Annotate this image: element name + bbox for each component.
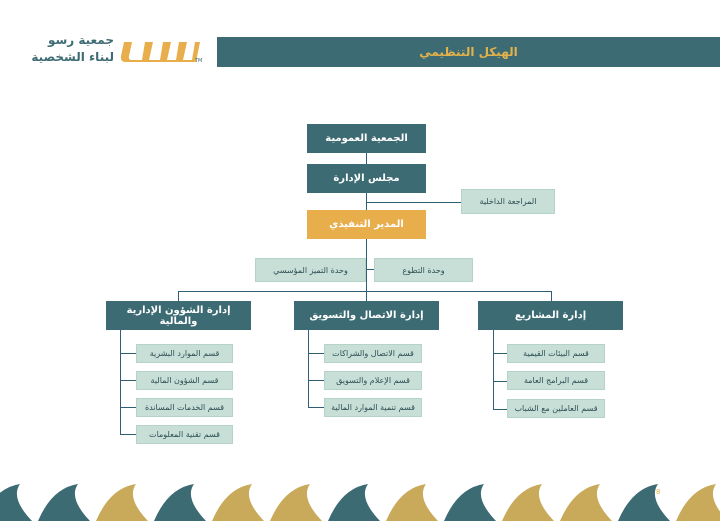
section-box: قسم الإعلام والتسويق	[324, 371, 422, 390]
section-box: قسم البيئات القيمية	[507, 344, 605, 363]
wave-shape	[270, 484, 322, 521]
excellence-unit-box: وحدة التميز المؤسسي	[255, 258, 366, 282]
departments-horizontal-connector	[178, 291, 551, 292]
wave-shape	[560, 484, 612, 521]
section-box: قسم العاملين مع الشباب	[507, 399, 605, 418]
wave-shape	[618, 484, 670, 521]
audit-connector	[366, 202, 461, 203]
logo-name-line2: لبناء الشخصية	[31, 50, 114, 64]
dept-comm-marketing-box: إدارة الاتصال والتسويق	[294, 301, 439, 330]
volunteer-connector	[366, 269, 374, 270]
page-title: الهيكل التنظيمي	[419, 45, 518, 59]
dept-comm-drop	[366, 291, 367, 301]
section-box: قسم البرامج العامة	[507, 371, 605, 390]
section-connector	[308, 380, 324, 381]
section-connector	[493, 353, 507, 354]
section-box: قسم الشؤون المالية	[136, 371, 233, 390]
wave-shape	[38, 484, 90, 521]
section-box: قسم تقنية المعلومات	[136, 425, 233, 444]
wave-shape	[502, 484, 554, 521]
dept-comm-sections-spine	[308, 330, 309, 407]
section-box: قسم تنمية الموارد المالية	[324, 398, 422, 417]
section-connector	[120, 407, 136, 408]
internal-audit-box: المراجعة الداخلية	[461, 189, 555, 214]
dept-admin-finance-box: إدارة الشؤون الإدارية والمالية	[106, 301, 251, 330]
wave-shape	[328, 484, 380, 521]
section-connector	[120, 353, 136, 354]
trademark-symbol: TM	[195, 58, 203, 64]
board-box: مجلس الإدارة	[307, 164, 426, 193]
general-assembly-box: الجمعية العمومية	[307, 124, 426, 153]
volunteer-unit-box: وحدة التطوع	[374, 258, 473, 282]
dept-projects-sections-spine	[493, 330, 494, 410]
wave-shape	[676, 484, 720, 521]
wave-shape	[96, 484, 148, 521]
page-number: 8	[656, 488, 661, 496]
section-connector	[120, 434, 136, 435]
wave-shape	[154, 484, 206, 521]
dept-admin-sections-spine	[120, 330, 121, 434]
logo-name-line1: جمعية رسو	[47, 33, 114, 47]
dept-projects-box: إدارة المشاريع	[478, 301, 623, 330]
section-box: قسم الموارد البشرية	[136, 344, 233, 363]
section-box: قسم الخدمات المساندة	[136, 398, 233, 417]
dept-admin-drop	[178, 291, 179, 301]
wave-shape	[212, 484, 264, 521]
wave-shape	[386, 484, 438, 521]
logo-mark-icon	[120, 42, 200, 62]
wave-shape	[444, 484, 496, 521]
wave-shape	[0, 484, 32, 521]
section-connector	[493, 409, 507, 410]
header-bar: الهيكل التنظيمي	[217, 37, 720, 67]
section-connector	[308, 353, 324, 354]
section-connector	[308, 407, 324, 408]
section-connector	[493, 381, 507, 382]
section-box: قسم الاتصال والشراكات	[324, 344, 422, 363]
ceo-box: المدير التنفيذي	[307, 210, 426, 239]
section-connector	[120, 380, 136, 381]
decorative-wave-footer-icon	[0, 484, 720, 521]
dept-projects-drop	[551, 291, 552, 301]
